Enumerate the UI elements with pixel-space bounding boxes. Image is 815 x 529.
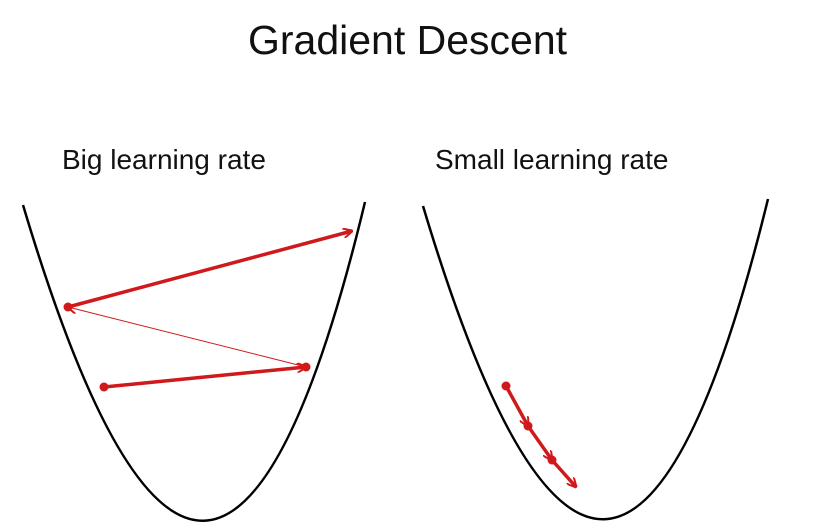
big-step-arrow-2 <box>68 307 307 368</box>
small-learning-rate-label: Small learning rate <box>435 144 669 175</box>
big-step-point-3 <box>63 302 73 312</box>
small-step-point-1 <box>501 381 511 391</box>
small-step-group <box>501 381 577 488</box>
small-step-arrow-1 <box>504 385 528 426</box>
small-step-arrow-3 <box>550 458 576 487</box>
big-step-arrow-1 <box>103 367 306 389</box>
loss-curve-left <box>21 201 367 522</box>
small-step-point-2 <box>523 421 533 431</box>
big-step-arrow-3 <box>67 231 352 309</box>
big-step-point-2 <box>301 362 311 372</box>
loss-curve-right <box>421 198 770 521</box>
big-step-point-1 <box>99 382 109 392</box>
big-step-group <box>63 231 353 392</box>
big-learning-rate-label: Big learning rate <box>62 144 266 175</box>
diagram-title: Gradient Descent <box>247 17 568 63</box>
small-step-arrow-2 <box>526 424 552 460</box>
small-step-point-3 <box>547 455 557 465</box>
